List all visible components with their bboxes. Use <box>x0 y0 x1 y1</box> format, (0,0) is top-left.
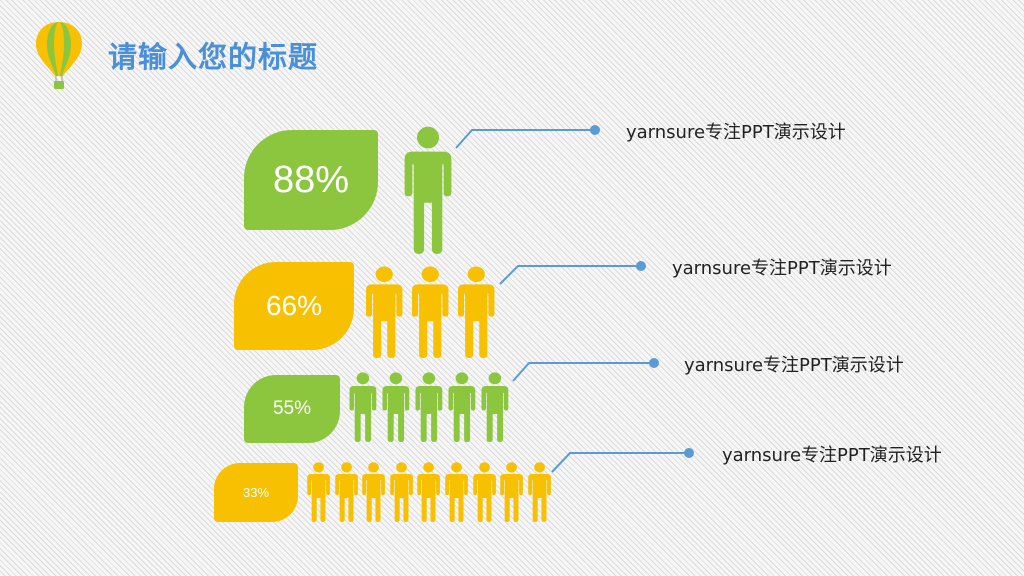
person-icon <box>348 372 378 442</box>
person-icon <box>414 372 444 442</box>
person-icon <box>381 372 411 442</box>
person-icon <box>389 462 414 522</box>
connector-dot-3 <box>649 358 659 368</box>
people-group-3 <box>364 266 496 358</box>
person-icon <box>364 266 404 358</box>
connector-line-4 <box>551 452 688 473</box>
percent-tab-66: 66% <box>234 262 354 350</box>
row-label-4: yarnsure专注PPT演示设计 <box>722 445 942 466</box>
percent-value: 66% <box>265 290 323 321</box>
percent-value: 55% <box>272 398 312 419</box>
person-icon <box>334 462 359 522</box>
connector-dot-2 <box>636 261 646 271</box>
person-icon <box>472 462 497 522</box>
person-icon <box>361 462 386 522</box>
row-label-3: yarnsure专注PPT演示设计 <box>684 355 904 376</box>
percent-value: 88% <box>272 158 350 201</box>
person-icon <box>416 462 441 522</box>
person-icon <box>499 462 524 522</box>
percent-tab-88: 88% <box>244 130 378 230</box>
connector-dot-4 <box>684 448 694 458</box>
percent-tab-33: 33% <box>214 463 298 522</box>
connector-dot-1 <box>590 125 600 135</box>
person-icon <box>402 126 454 254</box>
connector-line-1 <box>455 129 594 149</box>
person-icon <box>306 462 331 522</box>
person-icon <box>444 462 469 522</box>
row-label-1: yarnsure专注PPT演示设计 <box>626 122 846 143</box>
person-icon <box>527 462 552 522</box>
hot-air-balloon-icon <box>36 22 82 89</box>
person-icon <box>410 266 450 358</box>
people-group-5 <box>348 372 510 442</box>
people-group-1 <box>402 126 454 254</box>
person-icon <box>456 266 496 358</box>
connector-line-3 <box>512 362 653 382</box>
row-label-2: yarnsure专注PPT演示设计 <box>672 258 892 279</box>
person-icon <box>447 372 477 442</box>
person-icon <box>480 372 510 442</box>
connector-line-2 <box>499 265 640 285</box>
percent-tab-55: 55% <box>244 375 340 443</box>
page-title: 请输入您的标题 <box>108 40 319 74</box>
percent-value: 33% <box>242 485 270 500</box>
people-group-9 <box>306 462 552 522</box>
